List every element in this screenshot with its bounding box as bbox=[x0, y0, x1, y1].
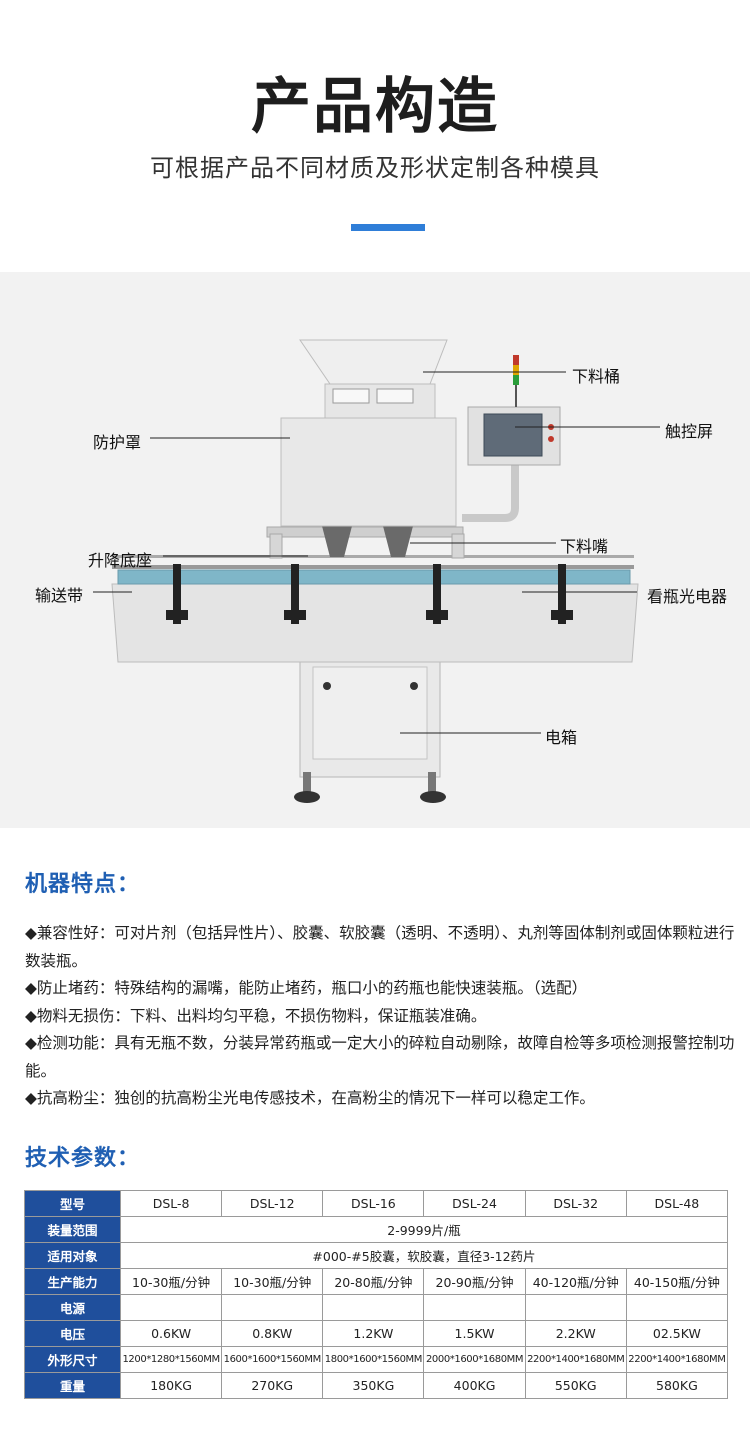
table-row: 电源 bbox=[24, 1294, 729, 1321]
table-cell: DSL-24 bbox=[423, 1190, 526, 1217]
table-cell: 0.8KW bbox=[221, 1320, 324, 1347]
feature-list: ◆兼容性好：可对片剂（包括异性片）、胶囊、软胶囊（透明、不透明）、丸剂等固体制剂… bbox=[25, 920, 735, 1113]
table-cell: DSL-48 bbox=[625, 1190, 729, 1217]
table-row: 装量范围 2-9999片/瓶 bbox=[24, 1216, 728, 1243]
table-cell bbox=[322, 1294, 425, 1321]
table-cell: #000-#5胶囊，软胶囊，直径3-12药片 bbox=[120, 1242, 728, 1269]
row-header: 外形尺寸 bbox=[24, 1346, 121, 1373]
table-cell: 10-30瓶/分钟 bbox=[221, 1268, 324, 1295]
hopper-shape bbox=[299, 339, 448, 385]
table-cell: 2000*1600*1680MM bbox=[423, 1346, 526, 1373]
label-cover: 防护罩 bbox=[93, 433, 142, 452]
table-cell: 20-80瓶/分钟 bbox=[322, 1268, 425, 1295]
table-cell: 2200*1400*1680MM bbox=[625, 1346, 729, 1373]
features-title: 机器特点： bbox=[25, 872, 141, 897]
table-row: 外形尺寸 1200*1280*1560MM 1600*1600*1560MM 1… bbox=[24, 1346, 729, 1373]
label-touchscreen: 触控屏 bbox=[665, 422, 714, 441]
table-row: 适用对象 #000-#5胶囊，软胶囊，直径3-12药片 bbox=[24, 1242, 728, 1269]
product-structure-diagram: 下料桶 触控屏 防护罩 下料嘴 升降底座 输送带 看瓶光电器 电箱 bbox=[0, 272, 750, 828]
table-cell: DSL-16 bbox=[322, 1190, 425, 1217]
lift-base-shape bbox=[266, 526, 464, 538]
row-header: 生产能力 bbox=[24, 1268, 121, 1295]
feature-item: ◆抗高粉尘：独创的抗高粉尘光电传感技术，在高粉尘的情况下一样可以稳定工作。 bbox=[25, 1089, 595, 1107]
table-cell: 580KG bbox=[625, 1372, 729, 1399]
table-cell: 1800*1600*1560MM bbox=[322, 1346, 425, 1373]
table-cell: 400KG bbox=[423, 1372, 526, 1399]
table-cell bbox=[625, 1294, 729, 1321]
table-cell: DSL-12 bbox=[221, 1190, 324, 1217]
row-header: 电压 bbox=[24, 1320, 121, 1347]
table-cell: 550KG bbox=[524, 1372, 627, 1399]
table-cell: DSL-8 bbox=[119, 1190, 223, 1217]
feature-item: ◆物料无损伤：下料、出料均匀平稳，不损伤物料，保证瓶装准确。 bbox=[25, 1006, 487, 1025]
table-row: 生产能力 10-30瓶/分钟 10-30瓶/分钟 20-80瓶/分钟 20-90… bbox=[24, 1268, 729, 1295]
table-cell: 180KG bbox=[119, 1372, 223, 1399]
table-cell: 1.5KW bbox=[423, 1320, 526, 1347]
table-cell: 2200*1400*1680MM bbox=[524, 1346, 627, 1373]
row-header: 型号 bbox=[24, 1190, 121, 1217]
row-header: 重量 bbox=[24, 1372, 121, 1399]
table-cell bbox=[524, 1294, 627, 1321]
table-cell: 2-9999片/瓶 bbox=[120, 1216, 728, 1243]
table-row: 型号 DSL-8 DSL-12 DSL-16 DSL-24 DSL-32 DSL… bbox=[24, 1190, 729, 1217]
table-cell: 270KG bbox=[221, 1372, 324, 1399]
table-cell: 02.5KW bbox=[625, 1320, 729, 1347]
label-lift-base: 升降底座 bbox=[88, 551, 153, 570]
table-row: 重量 180KG 270KG 350KG 400KG 550KG 580KG bbox=[24, 1372, 729, 1399]
table-cell: 1200*1280*1560MM bbox=[119, 1346, 223, 1373]
page-header: 产品构造 可根据产品不同材质及形状定制各种模具 bbox=[0, 0, 750, 272]
table-cell: 1600*1600*1560MM bbox=[221, 1346, 324, 1373]
table-cell bbox=[423, 1294, 526, 1321]
features-section: 机器特点： ◆兼容性好：可对片剂（包括异性片）、胶囊、软胶囊（透明、不透明）、丸… bbox=[25, 866, 735, 1113]
row-header: 电源 bbox=[24, 1294, 121, 1321]
table-cell: 10-30瓶/分钟 bbox=[119, 1268, 223, 1295]
label-cabinet: 电箱 bbox=[545, 728, 578, 747]
table-cell: 350KG bbox=[322, 1372, 425, 1399]
guard-cover-shape bbox=[280, 417, 457, 527]
page-subtitle: 可根据产品不同材质及形状定制各种模具 bbox=[150, 154, 600, 182]
conveyor-belt-shape bbox=[117, 569, 631, 585]
label-conveyor: 输送带 bbox=[35, 586, 84, 605]
label-nozzle: 下料嘴 bbox=[560, 537, 609, 556]
label-hopper: 下料桶 bbox=[572, 367, 621, 386]
row-header: 装量范围 bbox=[24, 1216, 121, 1243]
table-cell: 20-90瓶/分钟 bbox=[423, 1268, 526, 1295]
table-cell: 2.2KW bbox=[524, 1320, 627, 1347]
page-title: 产品构造 bbox=[251, 72, 499, 142]
feature-item: ◆兼容性好：可对片剂（包括异性片）、胶囊、软胶囊（透明、不透明）、丸剂等固体制剂… bbox=[25, 924, 735, 970]
title-accent-bar bbox=[351, 224, 425, 231]
params-table: 型号 DSL-8 DSL-12 DSL-16 DSL-24 DSL-32 DSL… bbox=[24, 1190, 729, 1399]
machine-illustration bbox=[93, 339, 660, 803]
table-cell: 40-120瓶/分钟 bbox=[524, 1268, 627, 1295]
table-row: 电压 0.6KW 0.8KW 1.2KW 1.5KW 2.2KW 02.5KW bbox=[24, 1320, 729, 1347]
table-cell: 40-150瓶/分钟 bbox=[625, 1268, 729, 1295]
params-title: 技术参数： bbox=[25, 1146, 141, 1171]
table-cell: DSL-32 bbox=[524, 1190, 627, 1217]
table-cell: 1.2KW bbox=[322, 1320, 425, 1347]
table-cell bbox=[119, 1294, 223, 1321]
feature-item: ◆防止堵药：特殊结构的漏嘴，能防止堵药，瓶口小的药瓶也能快速装瓶。（选配） bbox=[25, 979, 588, 997]
table-cell bbox=[221, 1294, 324, 1321]
table-cell: 0.6KW bbox=[119, 1320, 223, 1347]
feature-item: ◆检测功能：具有无瓶不数，分装异常药瓶或一定大小的碎粒自动剔除，故障自检等多项检… bbox=[25, 1034, 735, 1080]
label-bottle-sensor: 看瓶光电器 bbox=[647, 587, 728, 606]
row-header: 适用对象 bbox=[24, 1242, 121, 1269]
